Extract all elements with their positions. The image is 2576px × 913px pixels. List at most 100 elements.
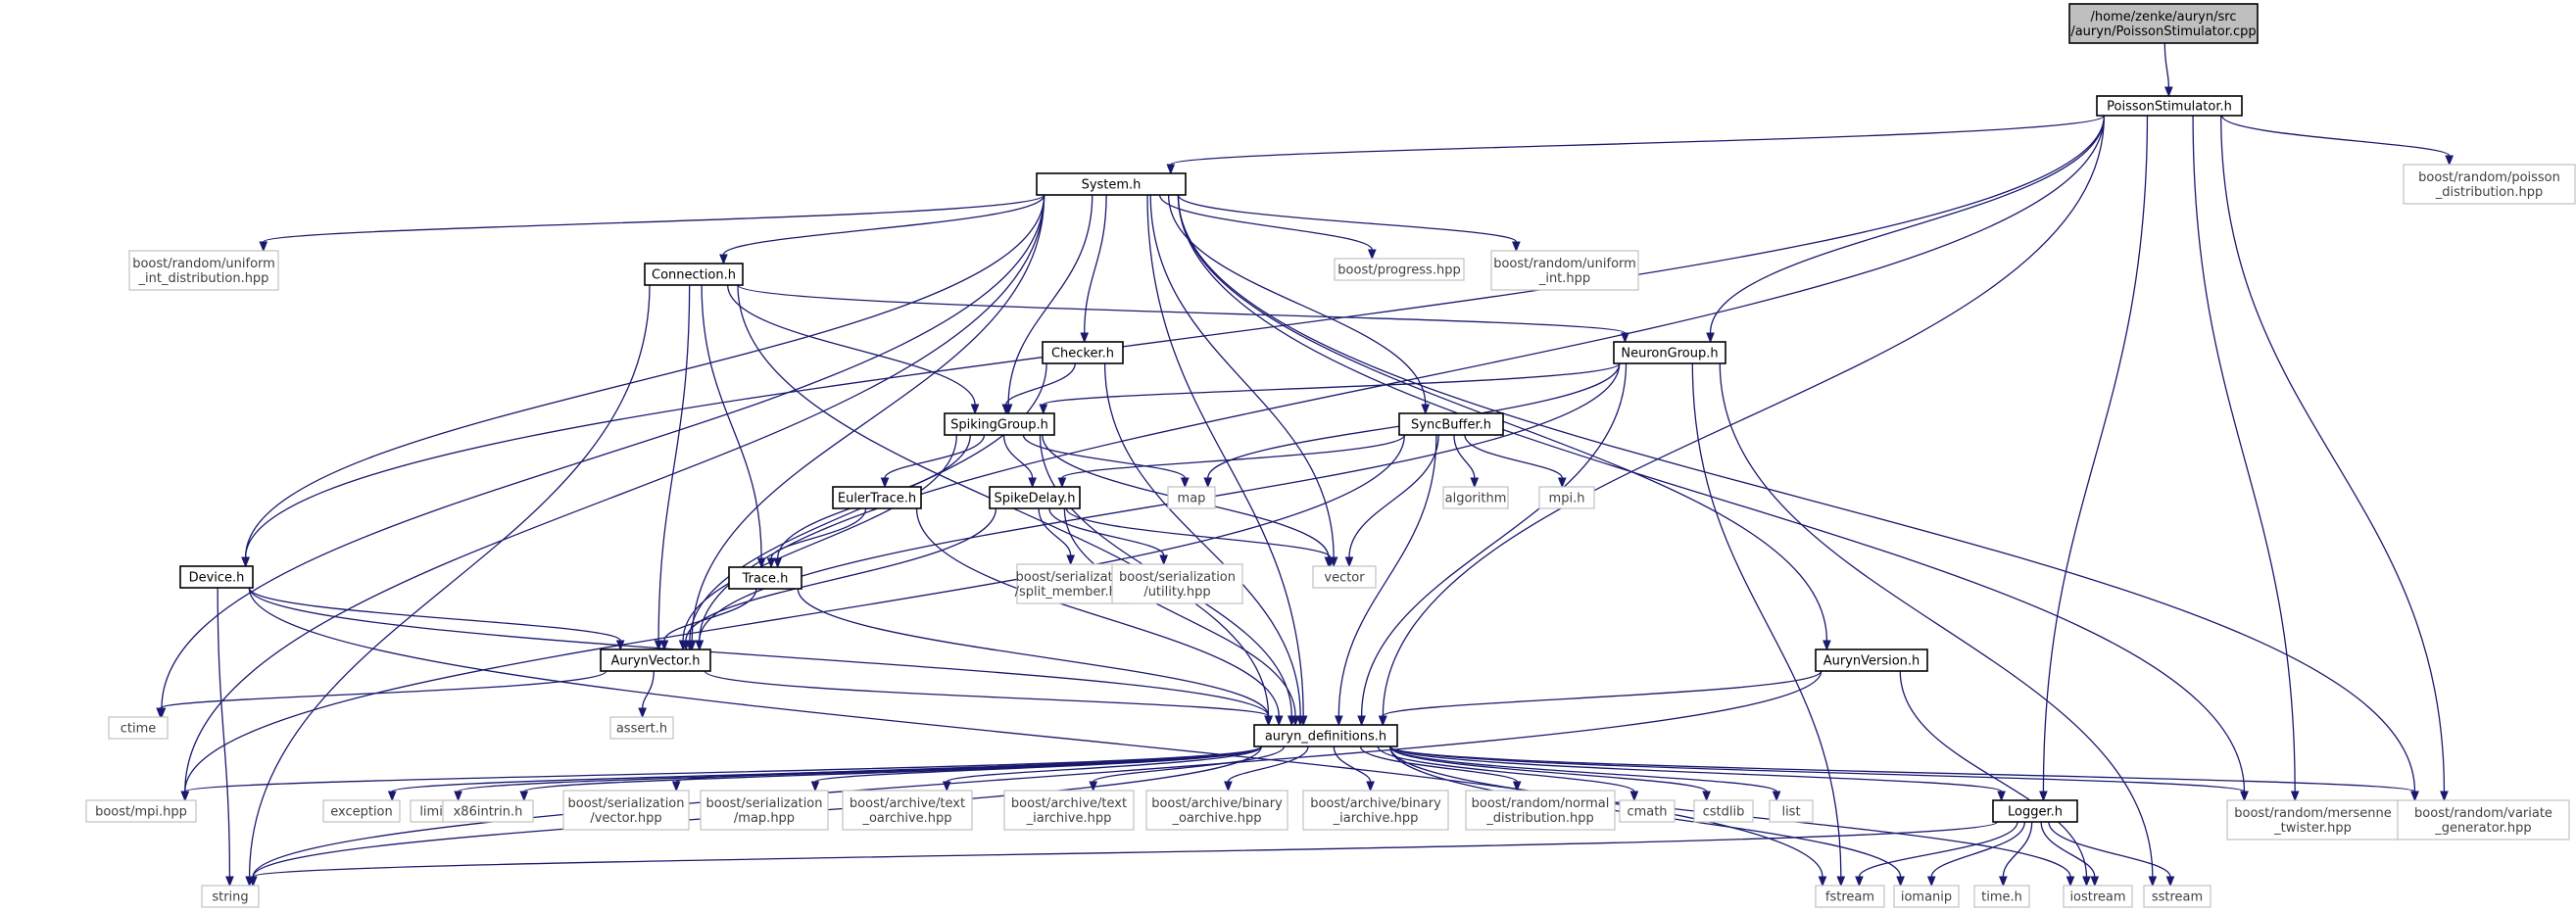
edge-System-h-to-boost-variate-generator	[1177, 194, 2416, 793]
edge-SyncBuffer-h-to-auryn-definitions-h	[1337, 434, 1437, 717]
node-label: boost/random/variate	[2414, 806, 2552, 821]
edge-EulerTrace-h-to-Trace-h	[770, 507, 867, 559]
node-box	[1167, 486, 1216, 509]
edge-Logger-h-to-iostream	[2040, 821, 2096, 878]
edge-NeuronGroup-h-to-auryn-definitions-h	[1360, 362, 1628, 717]
edge-arrowhead	[1512, 241, 1521, 253]
node-box	[179, 565, 254, 589]
edge-Checker-h-to-SpikingGroup-h	[1005, 362, 1076, 406]
node-label: Device.h	[189, 571, 245, 586]
node-box	[1111, 563, 1243, 604]
node-label: boost/progress.hpp	[1337, 264, 1460, 278]
node-NeuronGroup-h[interactable]: NeuronGroup.h	[1613, 341, 1726, 364]
edge-arrowhead	[1366, 781, 1375, 793]
edge-arrowhead	[1039, 404, 1048, 415]
node-box	[832, 486, 922, 509]
node-box	[442, 799, 534, 823]
edge-arrowhead	[1999, 876, 2008, 888]
edge-SyncBuffer-h-to-mpi-h	[1464, 434, 1563, 479]
node-label: Trace.h	[742, 572, 789, 587]
node-SpikingGroup-h[interactable]: SpikingGroup.h	[944, 412, 1055, 436]
edge-arrowhead	[1224, 781, 1233, 793]
edge-arrowhead	[1621, 332, 1629, 344]
edge-arrowhead	[2290, 791, 2300, 802]
node-Checker-h[interactable]: Checker.h	[1042, 341, 1124, 364]
node-assert-h: assert.h	[609, 716, 674, 740]
node-boost-mersenne-twister: boost/random/mersenne_twister.hpp	[2226, 799, 2400, 841]
edge-AurynVector-h-to-auryn-definitions-h	[704, 670, 1270, 717]
edge-arrowhead	[1557, 477, 1567, 489]
node-label: auryn_definitions.h	[1265, 730, 1386, 745]
node-algorithm: algorithm	[1442, 486, 1509, 509]
node-auryn-definitions-h[interactable]: auryn_definitions.h	[1253, 724, 1398, 747]
node-box	[1992, 799, 2078, 823]
node-label: fstream	[1825, 890, 1874, 905]
edge-Logger-h-to-fstream	[1858, 821, 2018, 878]
edge-System-h-to-SpikingGroup-h	[1007, 194, 1094, 406]
edge-NeuronGroup-h-to-SpikingGroup-h	[1043, 362, 1621, 406]
edge-SpikingGroup-h-to-EulerTrace-h	[884, 434, 986, 479]
node-label: /split_member.hpp	[1015, 585, 1134, 600]
node-label: boost/random/uniform	[1493, 257, 1636, 271]
node-label: string	[212, 890, 248, 905]
edge-auryn-definitions-h-to-boost-text-oarchive	[946, 745, 1262, 783]
edges-layer	[156, 42, 2454, 888]
edge-arrowhead	[659, 640, 669, 651]
node-label: boost/archive/binary	[1151, 796, 1283, 811]
node-label: cstdlib	[1703, 805, 1745, 820]
node-Connection-h[interactable]: Connection.h	[644, 263, 744, 286]
edge-arrowhead	[695, 640, 705, 651]
edge-arrowhead	[1997, 791, 2006, 802]
edge-PoissonStimulator-h-to-auryn-definitions-h	[1382, 115, 2106, 717]
node-EulerTrace-h[interactable]: EulerTrace.h	[832, 486, 922, 509]
node-label: _generator.hpp	[2434, 821, 2531, 836]
edge-arrowhead	[671, 781, 681, 793]
node-label: /map.hpp	[734, 811, 795, 826]
edge-arrowhead	[387, 791, 397, 802]
node-SyncBuffer-h[interactable]: SyncBuffer.h	[1398, 412, 1504, 436]
edge-System-h-to-Connection-h	[722, 194, 1045, 256]
edge-Device-h-to-fstream	[248, 587, 1823, 878]
node-box	[1253, 724, 1398, 747]
node-list: list	[1769, 799, 1814, 823]
node-iomanip: iomanip	[1893, 885, 1960, 908]
node-box	[2226, 799, 2400, 841]
edge-System-h-to-SyncBuffer-h	[1167, 194, 1427, 406]
node-box	[1398, 412, 1504, 436]
edge-arrowhead	[259, 241, 268, 253]
node-PoissonStimulator-h[interactable]: PoissonStimulator.h	[2096, 95, 2243, 117]
node-AurynVector-h[interactable]: AurynVector.h	[600, 649, 711, 672]
node-Device-h[interactable]: Device.h	[179, 565, 254, 589]
node-string: string	[201, 885, 260, 908]
node-box	[728, 566, 802, 590]
edge-auryn-definitions-h-to-boost-normal-distribution	[1359, 745, 1518, 783]
node-label: /home/zenke/auryn/src	[2091, 10, 2237, 24]
node-root[interactable]: /home/zenke/auryn/src/auryn/PoissonStimu…	[2068, 3, 2259, 44]
node-box	[1334, 258, 1465, 281]
edge-arrowhead	[1295, 715, 1305, 727]
node-box	[2403, 164, 2576, 205]
node-label: Connection.h	[652, 268, 736, 283]
edge-SpikingGroup-h-to-AurynVector-h	[682, 434, 957, 642]
edge-SpikeDelay-h-to-auryn-definitions-h	[1063, 507, 1296, 717]
edge-auryn-definitions-h-to-boost-mersenne-twister	[1389, 745, 2246, 793]
node-boost-utility: boost/serialization/utility.hpp	[1111, 563, 1243, 604]
node-Trace-h[interactable]: Trace.h	[728, 566, 802, 590]
edge-arrowhead	[942, 781, 951, 793]
node-System-h[interactable]: System.h	[1036, 172, 1187, 196]
node-label: ctime	[121, 722, 157, 737]
edge-arrowhead	[654, 640, 663, 651]
node-label: /vector.hpp	[590, 811, 661, 826]
node-box	[644, 263, 744, 286]
node-AurynVersion-h[interactable]: AurynVersion.h	[1815, 649, 1928, 672]
edge-arrowhead	[766, 557, 776, 569]
node-label: /utility.hpp	[1143, 585, 1210, 600]
node-Logger-h[interactable]: Logger.h	[1992, 799, 2078, 823]
node-boost-uniform-int-distribution: boost/random/uniform_int_distribution.hp…	[128, 250, 279, 291]
edge-arrowhead	[225, 876, 234, 888]
edge-arrowhead	[970, 404, 980, 415]
node-sstream: sstream	[2143, 885, 2211, 908]
node-label: cmath	[1627, 805, 1667, 820]
node-SpikeDelay-h[interactable]: SpikeDelay.h	[989, 486, 1081, 509]
edge-SyncBuffer-h-to-boost-mpi	[184, 434, 1405, 793]
